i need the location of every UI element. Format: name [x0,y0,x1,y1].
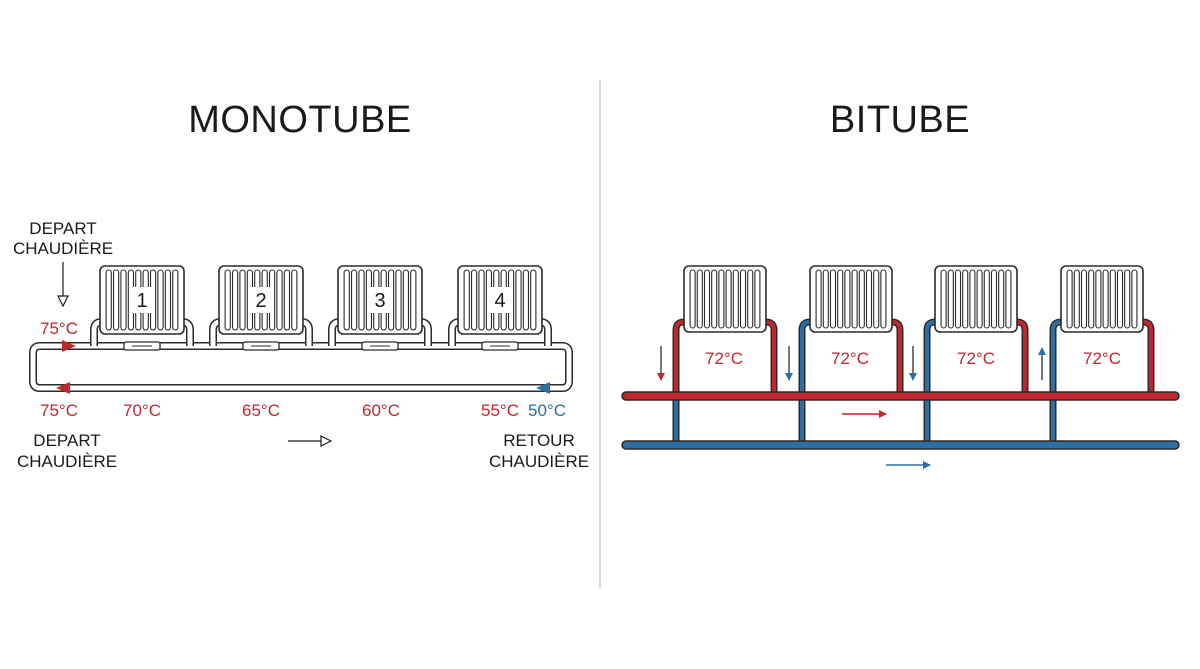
bitube-radiator-1 [672,265,778,396]
monotube-departure-label-line2: CHAUDIÈRE [17,452,117,471]
monotube-radiator-number-4: 4 [494,290,505,312]
monotube-temp-4: 55°C [481,401,519,420]
bitube-temp-1: 72°C [705,349,743,368]
bitube-return-pipe [621,440,1180,450]
monotube-radiator-number-3: 3 [374,290,385,312]
bitube-radiator-3 [923,265,1029,445]
bypass-valve-icon [481,341,519,351]
bitube-radiator-4 [1049,265,1155,445]
monotube-temp-3: 60°C [362,401,400,420]
monotube-radiators: 1 2 3 4 [90,265,552,351]
bypass-valve-icon [361,341,399,351]
monotube-return-label-line1: RETOUR [503,431,574,450]
monotube-radiator-1: 1 [90,265,194,351]
bypass-valve-icon [242,341,280,351]
monotube-temp-1: 70°C [123,401,161,420]
bitube-radiator-2 [798,265,904,445]
monotube-supply-label-line2: CHAUDIÈRE [13,239,113,258]
return-flow-arrow-icon [536,382,550,394]
monotube-loop-end-temp: 75°C [40,401,78,420]
monotube-return-temp: 50°C [528,401,566,420]
monotube-supply-temp: 75°C [40,319,78,338]
bitube-title: BITUBE [830,99,970,141]
monotube-radiator-number-1: 1 [136,290,147,312]
bitube-temp-4: 72°C [1083,349,1121,368]
monotube-title: MONOTUBE [188,99,412,141]
bypass-valve-icon [123,341,161,351]
supply-flow-arrow-icon [62,340,76,352]
monotube-loop-pipe [29,342,573,392]
monotube-temp-2: 65°C [242,401,280,420]
bitube-temp-3: 72°C [957,349,995,368]
monotube-radiator-number-2: 2 [255,290,266,312]
monotube-departure-label-line1: DEPART [33,431,100,450]
monotube-return-label-line2: CHAUDIÈRE [489,452,589,471]
loop-end-flow-arrow-icon [56,382,70,394]
bitube-temp-2: 72°C [831,349,869,368]
monotube-radiator-3: 3 [328,265,432,351]
monotube-supply-label-line1: DEPART [29,219,96,238]
monotube-radiator-2: 2 [209,265,313,351]
bitube-supply-pipe [621,391,1180,401]
bitube-radiators [672,265,1155,445]
monotube-radiator-4: 4 [448,265,552,351]
